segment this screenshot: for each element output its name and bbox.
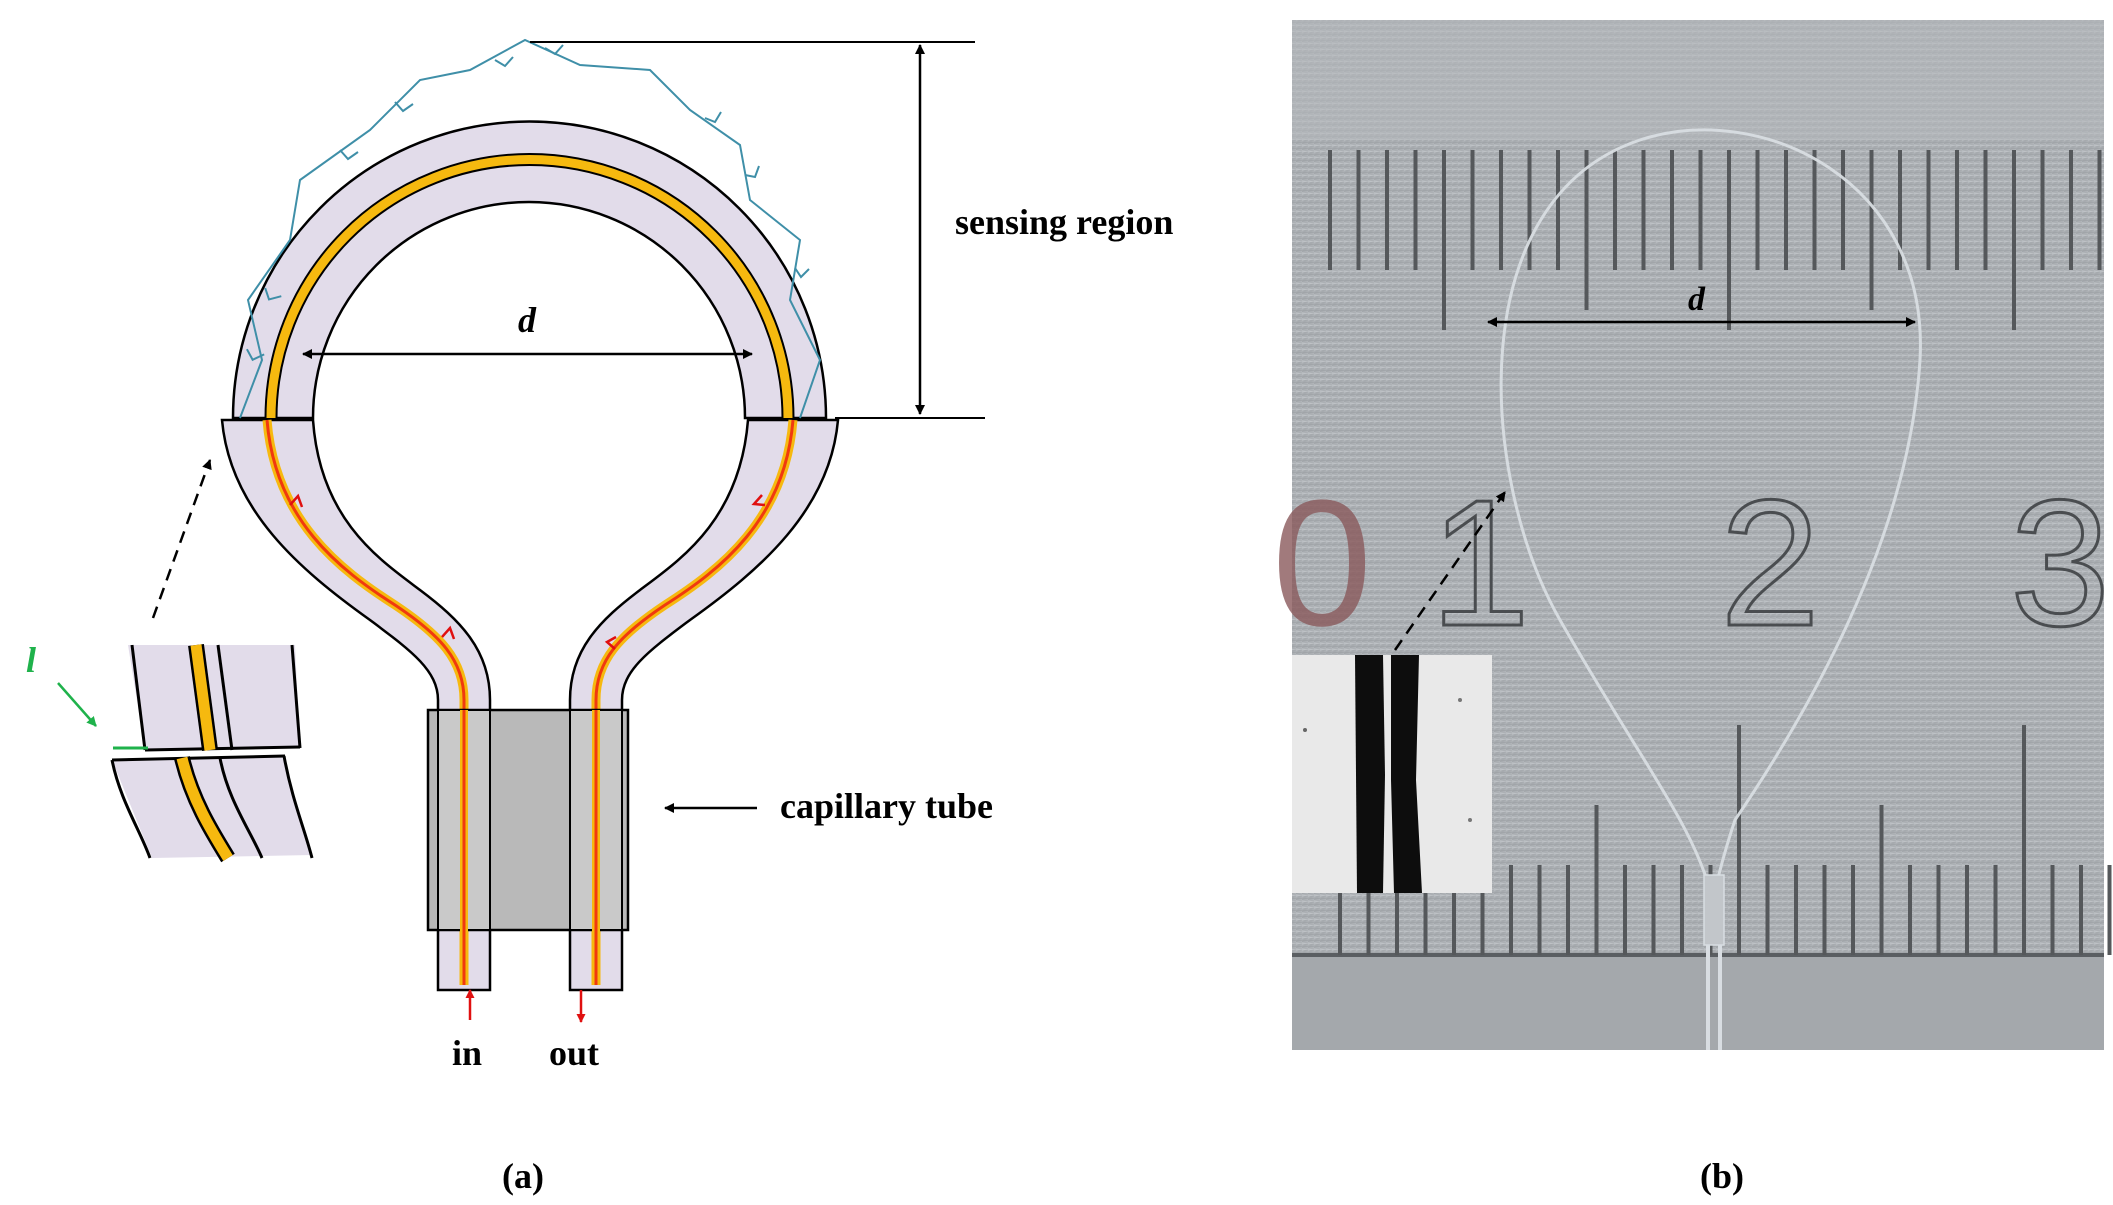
guided-light-in	[265, 419, 466, 985]
fiber-loop-photo	[1499, 128, 1922, 891]
diameter-label-a: d	[518, 300, 537, 340]
fiber-ring-cladding	[231, 120, 828, 420]
panel-a-diagram: l d sensing region capillary tube in out…	[26, 38, 1173, 1196]
offset-label: l	[26, 640, 36, 680]
ruler-number-2: 2	[1720, 463, 1820, 664]
ruler-number-0: 0	[1272, 463, 1372, 664]
out-label: out	[549, 1033, 599, 1073]
sensing-region-label: sensing region	[955, 202, 1173, 242]
ruler-number-3: 3	[2010, 463, 2110, 664]
inset-pointer-a	[151, 459, 212, 619]
capillary-tube-label: capillary tube	[780, 786, 993, 826]
panel-b-photo: 0 1 2 3 d (b)	[1272, 20, 2112, 1196]
diameter-label-b: d	[1688, 281, 1706, 318]
guided-light-out	[594, 419, 795, 985]
caption-a: (a)	[502, 1156, 544, 1196]
splice-inset-a	[57, 643, 314, 863]
ruler-ticks	[1328, 150, 2112, 955]
inset-pointer-b	[1393, 491, 1507, 651]
caption-b: (b)	[1700, 1156, 1744, 1196]
ruler-number-1: 1	[1430, 463, 1530, 664]
splice-inset-b	[1292, 655, 1492, 893]
in-label: in	[452, 1033, 482, 1073]
